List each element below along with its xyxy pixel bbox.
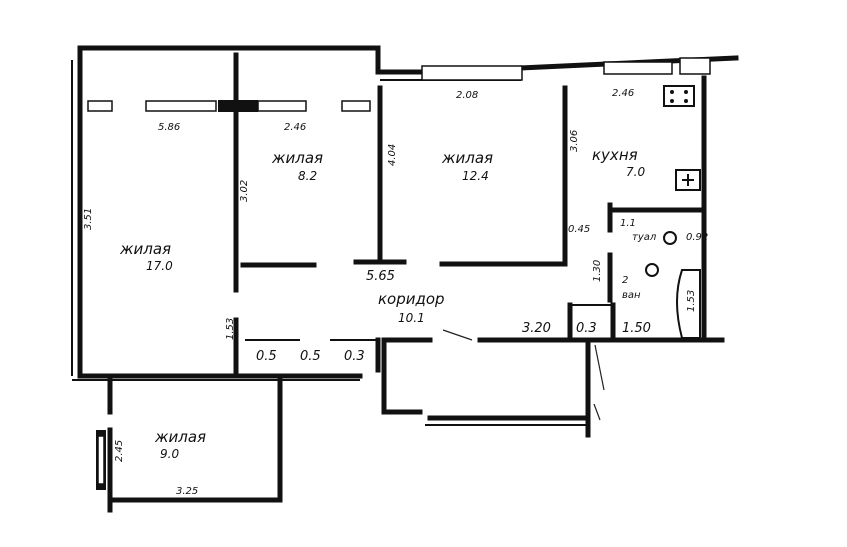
- dim-05a: 0.5: [256, 349, 277, 364]
- dim-208: 2.08: [456, 90, 478, 101]
- dimension-labels: 5.86 2.46 2.08 2.46 3.51 3.02 4.04 3.06 …: [83, 88, 708, 497]
- room-toilet-label: туал: [632, 232, 657, 243]
- dim-03b: 0.3: [344, 349, 365, 364]
- room-living-large-area: 17.0: [146, 259, 173, 273]
- room-living-middle-area: 12.4: [462, 169, 489, 183]
- dim-320: 3.20: [522, 321, 551, 336]
- dim-150: 1.50: [622, 321, 651, 336]
- dim-351: 3.51: [83, 208, 94, 230]
- dim-306: 3.06: [569, 130, 580, 152]
- dim-404: 4.04: [387, 144, 398, 166]
- dim-153b: 1.53: [686, 290, 697, 312]
- room-kitchen-label: кухня: [592, 146, 638, 164]
- room-bath-area: 2: [622, 275, 628, 286]
- washbasin-icon: [645, 263, 659, 277]
- room-kitchen-area: 7.0: [626, 165, 645, 179]
- room-living-small-label: жилая: [271, 149, 323, 167]
- room-living-large-label: жилая: [119, 240, 171, 258]
- room-living-middle-label: жилая: [441, 149, 493, 167]
- room-living-bottom-label: жилая: [154, 428, 206, 446]
- room-living-bottom-area: 9.0: [160, 447, 179, 461]
- room-corridor-area: 10.1: [398, 311, 425, 325]
- dim-045: 0.45: [568, 224, 590, 235]
- dim-302: 3.02: [239, 180, 250, 202]
- kitchen-sink-icon: [675, 169, 701, 191]
- dim-05b: 0.5: [300, 349, 321, 364]
- room-living-small-area: 8.2: [298, 169, 317, 183]
- windows: [87, 57, 711, 490]
- dim-130: 1.30: [592, 260, 603, 282]
- dim-092: 0.92: [686, 232, 708, 243]
- dim-246b: 2.46: [612, 88, 634, 99]
- dim-586: 5.86: [158, 122, 180, 133]
- bathtub-icon: [676, 269, 701, 339]
- room-labels: жилая 17.0 жилая 8.2 жилая 12.4 кухня 7.…: [119, 146, 657, 461]
- dim-565: 5.65: [366, 269, 395, 284]
- dim-153a: 1.53: [225, 318, 236, 340]
- room-corridor-label: коридор: [378, 290, 445, 308]
- toilet-icon: [663, 231, 677, 245]
- dim-325: 3.25: [176, 486, 198, 497]
- stove-icon: [663, 85, 695, 107]
- dim-03: 0.3: [576, 321, 597, 336]
- fixtures: [442, 85, 701, 421]
- dim-245: 2.45: [114, 440, 125, 462]
- room-bath-label: ван: [622, 290, 641, 301]
- dim-246a: 2.46: [284, 122, 306, 133]
- room-toilet-area: 1.1: [620, 218, 636, 229]
